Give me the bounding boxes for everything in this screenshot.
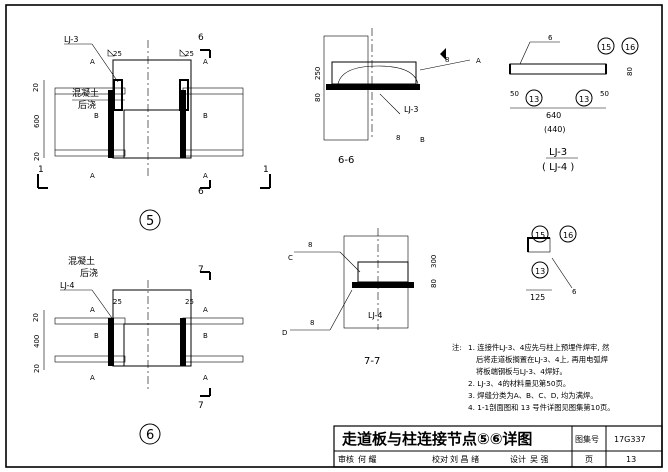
dim77-80: 80: [430, 279, 438, 288]
tag77-d: D: [282, 329, 287, 337]
note-line-5: 4. 1-1剖面图和 13 号件详图见图集第10页。: [468, 403, 615, 412]
marker6-a-3: A: [90, 374, 95, 382]
section-7-top: 7: [198, 265, 204, 275]
lj-dim-50l: 50: [510, 90, 519, 98]
marker6-a-2: A: [203, 306, 208, 314]
ang-circ-13: 13: [535, 267, 545, 276]
lj-dim-440: (440): [544, 125, 566, 134]
lj-dim-80: 80: [626, 67, 634, 76]
note-line-0: 1. 连接件LJ-3、4应先与柱上预埋件焊牢, 然: [468, 343, 609, 352]
section-6-bottom: 6: [198, 187, 204, 197]
tag77-c: C: [288, 254, 293, 262]
note-line-4: 3. 焊缝分类为A、B、C、D, 均为满焊。: [468, 391, 598, 400]
review-label: 审核: [338, 454, 354, 464]
lj-caption: LJ-3: [549, 147, 567, 158]
section-6-6: 80 250 8 8 A B LJ-3 6-6: [314, 28, 481, 166]
check-label: 校对: [432, 454, 448, 464]
weld-25-right: 25: [185, 50, 194, 58]
dim66-250: 250: [314, 67, 322, 80]
weld6-25-right: 25: [185, 298, 194, 306]
detail-6-label: 6: [146, 428, 154, 443]
caption-6-6: 6-6: [338, 155, 354, 166]
marker6-a-4: A: [203, 374, 208, 382]
marker-a-4: A: [203, 172, 208, 180]
marker6-b-1: B: [94, 332, 99, 340]
lj-dim-50r: 50: [600, 90, 609, 98]
concrete-label-5: 混凝土: [72, 87, 99, 99]
weld66-8b: 8: [396, 134, 400, 142]
tag66-a: A: [476, 57, 481, 65]
section-7-7: 80 300 8 8 C D LJ-4 7-7: [282, 228, 438, 367]
dim6-bot: 20: [33, 364, 41, 373]
detail-6: 7 7 混凝土 后浇 LJ-4 25 25 A A B B A A 20 400…: [32, 255, 244, 445]
weld77-8c: 8: [308, 241, 312, 249]
lj-circ-13a: 13: [529, 95, 539, 104]
tag66-b: B: [420, 136, 425, 144]
marker6-b-2: B: [203, 332, 208, 340]
caption-7-7: 7-7: [364, 356, 380, 367]
lj-circ-13b: 13: [579, 95, 589, 104]
ang-circ-16: 16: [563, 231, 573, 240]
postpour-label-6: 后浇: [80, 267, 98, 279]
detail-5-label: 5: [146, 214, 154, 229]
marker-a-2: A: [203, 58, 208, 66]
lj-dim-640: 640: [546, 111, 561, 120]
section-6-top: 6: [198, 33, 204, 43]
ang-circ-15: 15: [535, 231, 545, 240]
page-no: 13: [626, 455, 636, 464]
title-block: 走道板与柱连接节点⑤⑥详图 图集号 17G337 审核 何 耀 校对 刘 昌 绪…: [333, 425, 663, 468]
atlas-label: 图集号: [575, 434, 599, 444]
marker-b-2: B: [203, 112, 208, 120]
atlas-no: 17G337: [614, 435, 646, 444]
detail-5: 6 6 1 1 LJ-3 25 25 混凝土 后浇 A A B B A A 20…: [32, 33, 271, 231]
note-line-3: 2. LJ-3、4的材料量见第50页。: [468, 379, 570, 388]
weld66-8a: 8: [445, 56, 449, 64]
notes-prefix: 注:: [452, 343, 462, 352]
weld-25-left: 25: [113, 50, 122, 58]
notes: 注: 1. 连接件LJ-3、4应先与柱上预埋件焊牢, 然 后将走道板搁置在LJ-…: [452, 343, 615, 412]
design-label: 设计: [510, 454, 526, 464]
cut-1-left: 1: [38, 165, 44, 175]
designer: 吴 强: [530, 455, 549, 464]
lj66: LJ-3: [404, 105, 419, 114]
lj77: LJ-4: [368, 311, 383, 320]
dim77-300: 300: [430, 255, 438, 268]
dim66-80: 80: [314, 93, 322, 102]
marker-b-1: B: [94, 112, 99, 120]
lj-weld-6: 6: [548, 34, 553, 42]
sheet-title: 走道板与柱连接节点⑤⑥详图: [342, 430, 532, 448]
note-line-1: 后将走道板搁置在LJ-3、4上, 再用电弧焊: [476, 355, 608, 364]
dim5-bot: 20: [33, 152, 41, 161]
dim6-mid: 400: [33, 335, 41, 348]
marker-a-3: A: [90, 172, 95, 180]
lj-detail: 6 15 16 13 13 50 50 640 (440) 80 LJ-3 ( …: [509, 34, 639, 173]
weld6-25-left: 25: [113, 298, 122, 306]
page-label: 页: [585, 455, 593, 464]
angle-detail: 15 16 13 125 6: [526, 225, 577, 302]
dim5-mid: 600: [33, 115, 41, 128]
lj3-tag: LJ-3: [64, 35, 79, 44]
marker6-a-1: A: [90, 306, 95, 314]
marker-a-1: A: [90, 58, 95, 66]
dim6-top: 20: [32, 313, 40, 322]
checker: 刘 昌 绪: [450, 454, 479, 464]
concrete-label-6: 混凝土: [68, 255, 95, 267]
reviewer: 何 耀: [358, 454, 377, 464]
section-7-bottom: 7: [198, 401, 204, 411]
dim5-top: 20: [32, 83, 40, 92]
note-line-2: 将板端钢板与LJ-3、4焊好。: [476, 367, 567, 376]
lj4-tag: LJ-4: [60, 281, 75, 290]
ang-dim-125: 125: [530, 293, 545, 302]
lj-circ-16: 16: [625, 43, 635, 52]
cut-1-right: 1: [263, 165, 269, 175]
weld77-8d: 8: [310, 319, 314, 327]
lj-circ-15: 15: [601, 43, 611, 52]
postpour-label-5: 后浇: [78, 99, 96, 111]
ang-weld-6: 6: [572, 288, 577, 296]
lj-caption-2: ( LJ-4 ): [542, 162, 574, 173]
